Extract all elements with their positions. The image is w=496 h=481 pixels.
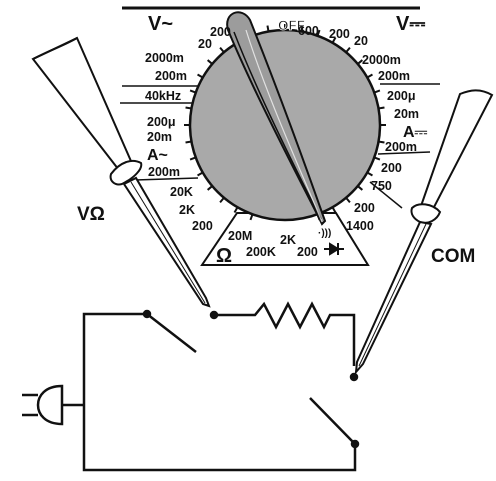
power-plug-icon [22, 384, 86, 426]
wire-left [82, 312, 145, 395]
dc-current-label: A⎓ [403, 124, 428, 141]
range-a200m-ac: 200m [148, 165, 180, 179]
ohm-label: Ω [216, 245, 232, 267]
continuity-icon: ·))) [318, 228, 331, 239]
divider-right-3 [369, 181, 403, 209]
range-ohm200: 200 [297, 245, 318, 259]
ac-voltage-label: V~ [148, 13, 173, 35]
range-v200m-dc: 200m [378, 69, 410, 83]
wire-bottom [82, 418, 357, 472]
range-v200-dc: 200 [329, 27, 350, 41]
black-probe-label: COM [431, 246, 475, 267]
range-v200-right: 200 [381, 161, 402, 175]
range-v200-ac: 200 [210, 25, 231, 39]
test-point-b [349, 372, 359, 382]
range-a200m-dc: 200m [385, 140, 417, 154]
range-v600: 600 [298, 24, 319, 38]
dc-voltage-label: V⎓ [396, 13, 425, 35]
range-v2000m-ac: 2000m [145, 51, 184, 65]
range-v20-dc: 20 [354, 34, 368, 48]
range-v200-right2: 200 [354, 201, 375, 215]
range-ohm2k-left: 2K [179, 203, 195, 217]
range-ohm20m: 20M [228, 229, 252, 243]
ac-current-label: A~ [147, 147, 168, 164]
switch1-blade [146, 313, 197, 353]
dial-pointer[interactable] [226, 11, 327, 226]
divider-right-2 [377, 151, 431, 155]
range-a200u-ac: 200μ [147, 115, 176, 129]
switch2-blade [309, 397, 354, 443]
range-40khz: 40kHz [145, 89, 181, 103]
off-label: OFF [278, 18, 305, 33]
red-probe-label: VΩ [77, 204, 105, 225]
red-probe[interactable] [31, 36, 211, 308]
range-a20m-dc: 20m [394, 107, 419, 121]
black-probe[interactable] [354, 89, 494, 376]
range-v2000m-dc: 2000m [362, 53, 401, 67]
range-a200u-dc: 200μ [387, 89, 416, 103]
range-ohm200k: 200K [246, 245, 276, 259]
resistor [214, 301, 356, 366]
range-a20m-ac: 20m [147, 130, 172, 144]
range-ohm20k: 20K [170, 185, 193, 199]
range-v1400: 1400 [346, 219, 374, 233]
range-ohm2k: 2K [280, 233, 296, 247]
range-v750: 750 [371, 179, 392, 193]
range-v20-ac: 20 [198, 37, 212, 51]
range-ohm200-left: 200 [192, 219, 213, 233]
divider-left-3 [134, 177, 199, 181]
circuit [82, 301, 360, 472]
range-v200m-ac: 200m [155, 69, 187, 83]
diode-icon [324, 242, 344, 256]
